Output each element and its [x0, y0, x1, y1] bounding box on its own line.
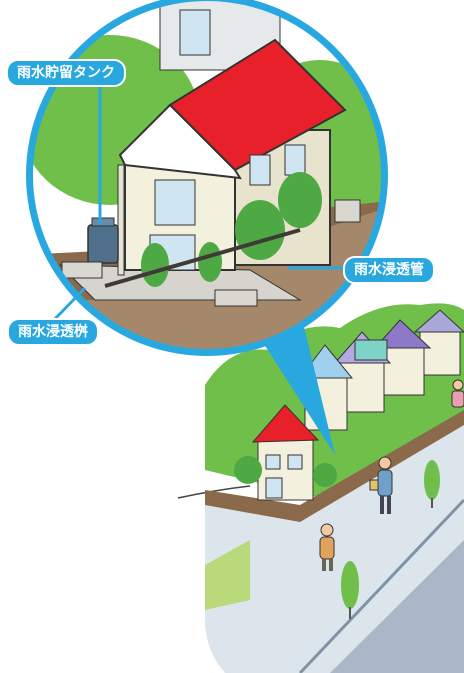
- label-rain-tank: 雨水貯留タンク: [6, 59, 126, 87]
- rain-tank: [87, 217, 119, 264]
- infiltration-pipe: [104, 228, 301, 288]
- label-infiltration-basin: 雨水浸透桝: [7, 318, 99, 346]
- curb: [298, 498, 464, 673]
- street-soil: [205, 410, 464, 522]
- magnified-view: [26, 0, 388, 356]
- pedestrians: [319, 379, 464, 571]
- street-trees: [341, 460, 440, 619]
- street-scene: [177, 303, 464, 673]
- leader-lines: [50, 84, 345, 324]
- grass-patch: [205, 540, 250, 610]
- cable: [177, 485, 251, 499]
- focus-house: [234, 404, 337, 501]
- road: [330, 540, 464, 673]
- label-infiltration-pipe: 雨水浸透管: [343, 256, 435, 284]
- infiltration-basins: [61, 199, 361, 307]
- zoom-pointer: [255, 310, 335, 455]
